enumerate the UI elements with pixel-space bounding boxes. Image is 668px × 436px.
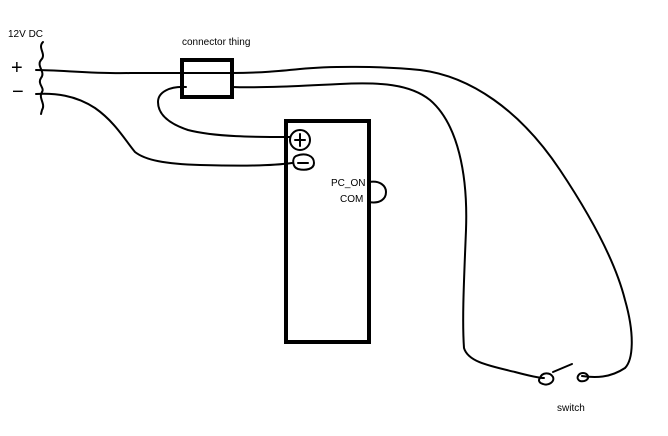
power-source-label: 12V DC bbox=[8, 29, 44, 40]
switch-lever bbox=[552, 363, 573, 373]
com-label: COM bbox=[340, 194, 364, 205]
psu-positive-terminal bbox=[289, 129, 311, 151]
positive-wire bbox=[35, 65, 633, 378]
positive-sign: + bbox=[11, 57, 23, 79]
switch-contact-right bbox=[576, 372, 590, 383]
connector-to-psu-positive-wire bbox=[157, 85, 291, 138]
switch-contact-left bbox=[538, 372, 555, 386]
connector-to-switch-wire bbox=[231, 82, 545, 379]
source-squiggle-top bbox=[38, 41, 44, 93]
switch-label: switch bbox=[557, 403, 585, 414]
connector-label: connector thing bbox=[182, 37, 251, 48]
source-squiggle-bottom bbox=[39, 91, 45, 115]
negative-wire bbox=[35, 92, 293, 167]
pc-on-label: PC_ON bbox=[331, 178, 366, 189]
connector-box bbox=[180, 58, 234, 99]
psu-box bbox=[284, 119, 371, 344]
pc-on-com-jumper bbox=[368, 180, 387, 204]
psu-negative-terminal bbox=[292, 153, 315, 171]
negative-sign: − bbox=[12, 81, 24, 103]
